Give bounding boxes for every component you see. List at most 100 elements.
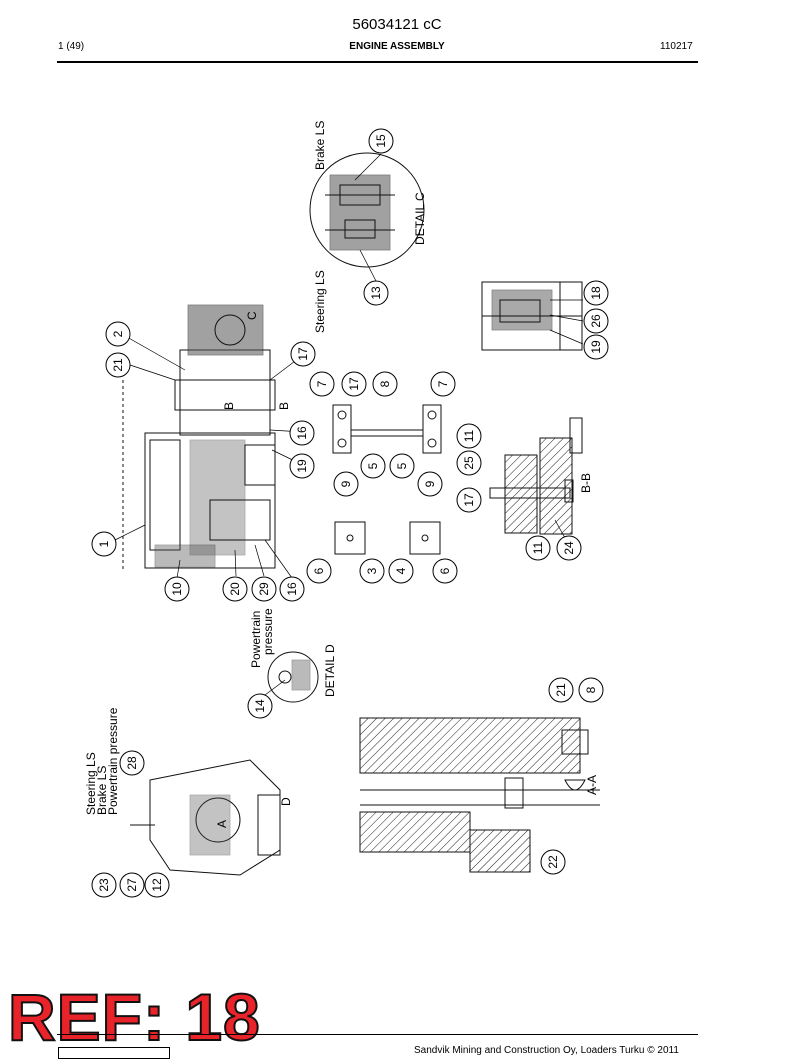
- document-number: 56034121 cC: [352, 16, 442, 33]
- label-letter-b-1: B: [222, 402, 236, 410]
- svg-text:6: 6: [312, 567, 326, 574]
- label-section-bb: B-B: [579, 473, 593, 493]
- svg-text:16: 16: [295, 426, 309, 440]
- label-powertrain-2: pressure: [261, 608, 275, 655]
- svg-text:9: 9: [339, 480, 353, 487]
- callout-17a: 17: [290, 341, 316, 367]
- callout-25: 25: [456, 450, 482, 476]
- label-letter-c: C: [245, 311, 259, 320]
- callout-19b: 19: [289, 453, 315, 479]
- callout-16b: 16: [279, 576, 305, 602]
- callout-16a: 16: [289, 420, 315, 446]
- svg-text:14: 14: [253, 699, 267, 713]
- callout-9b: 9: [417, 471, 443, 497]
- callout-6a: 6: [306, 558, 332, 584]
- svg-text:19: 19: [589, 340, 603, 354]
- callout-17c: 17: [456, 487, 482, 513]
- footer-rule: [57, 1034, 698, 1035]
- svg-text:21: 21: [111, 358, 125, 372]
- svg-text:25: 25: [462, 456, 476, 470]
- callout-7b: 7: [430, 371, 456, 397]
- bracket-assembly-view: [332, 404, 442, 454]
- svg-text:24: 24: [562, 541, 576, 555]
- label-detail-d: DETAIL D: [323, 644, 337, 697]
- svg-text:10: 10: [170, 582, 184, 596]
- callout-6b: 6: [432, 558, 458, 584]
- label-section-aa: A-A: [585, 775, 599, 795]
- svg-text:18: 18: [589, 286, 603, 300]
- svg-text:7: 7: [315, 380, 329, 387]
- svg-text:29: 29: [257, 582, 271, 596]
- label-letter-b-2: B: [277, 402, 291, 410]
- callout-17b: 17: [341, 371, 367, 397]
- svg-text:7: 7: [436, 380, 450, 387]
- page-title: ENGINE ASSEMBLY: [349, 41, 445, 52]
- date-code: 110217: [660, 41, 693, 52]
- callout-24: 24: [556, 535, 582, 561]
- svg-text:17: 17: [462, 493, 476, 507]
- callout-23: 23: [91, 872, 117, 898]
- callout-2: 2: [105, 321, 131, 347]
- callout-20: 20: [222, 576, 248, 602]
- leader-lines: [114, 153, 584, 696]
- callout-9a: 9: [333, 471, 359, 497]
- transmission-view: [130, 759, 281, 876]
- svg-text:4: 4: [394, 567, 408, 574]
- callout-11b: 11: [525, 535, 551, 561]
- callout-1: 1: [91, 531, 117, 557]
- reference-badge: REF: 18: [7, 980, 261, 1054]
- page-index: 1 (49): [58, 41, 85, 52]
- svg-text:2: 2: [111, 330, 125, 337]
- label-letter-d: D: [279, 797, 293, 806]
- svg-text:5: 5: [395, 462, 409, 469]
- callout-7a: 7: [309, 371, 335, 397]
- callout-27: 27: [119, 872, 145, 898]
- svg-text:12: 12: [150, 878, 164, 892]
- callout-5b: 5: [389, 453, 415, 479]
- label-powertrain-1: Powertrain: [249, 611, 263, 668]
- section-bb-view: [489, 417, 583, 535]
- callout-19a: 19: [583, 334, 609, 360]
- label-letter-a: A: [215, 820, 229, 828]
- section-aa-view: [359, 717, 600, 873]
- svg-text:17: 17: [296, 347, 310, 361]
- svg-text:15: 15: [374, 134, 388, 148]
- header-rule: [57, 61, 698, 63]
- callout-11a: 11: [456, 423, 482, 449]
- svg-text:28: 28: [125, 756, 139, 770]
- svg-text:27: 27: [125, 878, 139, 892]
- label-steering-ls-2: Steering LS: [84, 752, 98, 815]
- detail-d-view: [267, 651, 319, 703]
- svg-text:16: 16: [285, 582, 299, 596]
- label-steering-ls: Steering LS: [313, 270, 327, 333]
- svg-text:1: 1: [97, 540, 111, 547]
- callout-14: 14: [247, 693, 273, 719]
- company-logo: [58, 1047, 170, 1059]
- svg-text:26: 26: [589, 314, 603, 328]
- svg-text:6: 6: [438, 567, 452, 574]
- mount-parts-view: [334, 521, 441, 555]
- footer-company: Sandvik Mining and Construction Oy, Load…: [414, 1045, 679, 1056]
- callout-29: 29: [251, 576, 277, 602]
- svg-text:20: 20: [228, 582, 242, 596]
- svg-text:17: 17: [347, 377, 361, 391]
- svg-text:11: 11: [531, 541, 545, 554]
- detail-c-view: [309, 152, 425, 268]
- svg-text:8: 8: [584, 686, 598, 693]
- callout-8b: 8: [578, 677, 604, 703]
- callout-8a: 8: [372, 371, 398, 397]
- svg-text:5: 5: [366, 462, 380, 469]
- callout-4: 4: [388, 558, 414, 584]
- svg-text:23: 23: [97, 878, 111, 892]
- label-brake-ls-2: Brake LS: [95, 766, 109, 815]
- svg-text:11: 11: [462, 429, 476, 442]
- callout-15: 15: [368, 128, 394, 154]
- label-powertrain-pressure: Powertrain pressure: [106, 707, 120, 815]
- callout-22: 22: [540, 849, 566, 875]
- callout-18: 18: [583, 280, 609, 306]
- callout-21b: 21: [548, 677, 574, 703]
- svg-text:21: 21: [554, 683, 568, 697]
- callout-21a: 21: [105, 352, 131, 378]
- svg-text:22: 22: [546, 855, 560, 869]
